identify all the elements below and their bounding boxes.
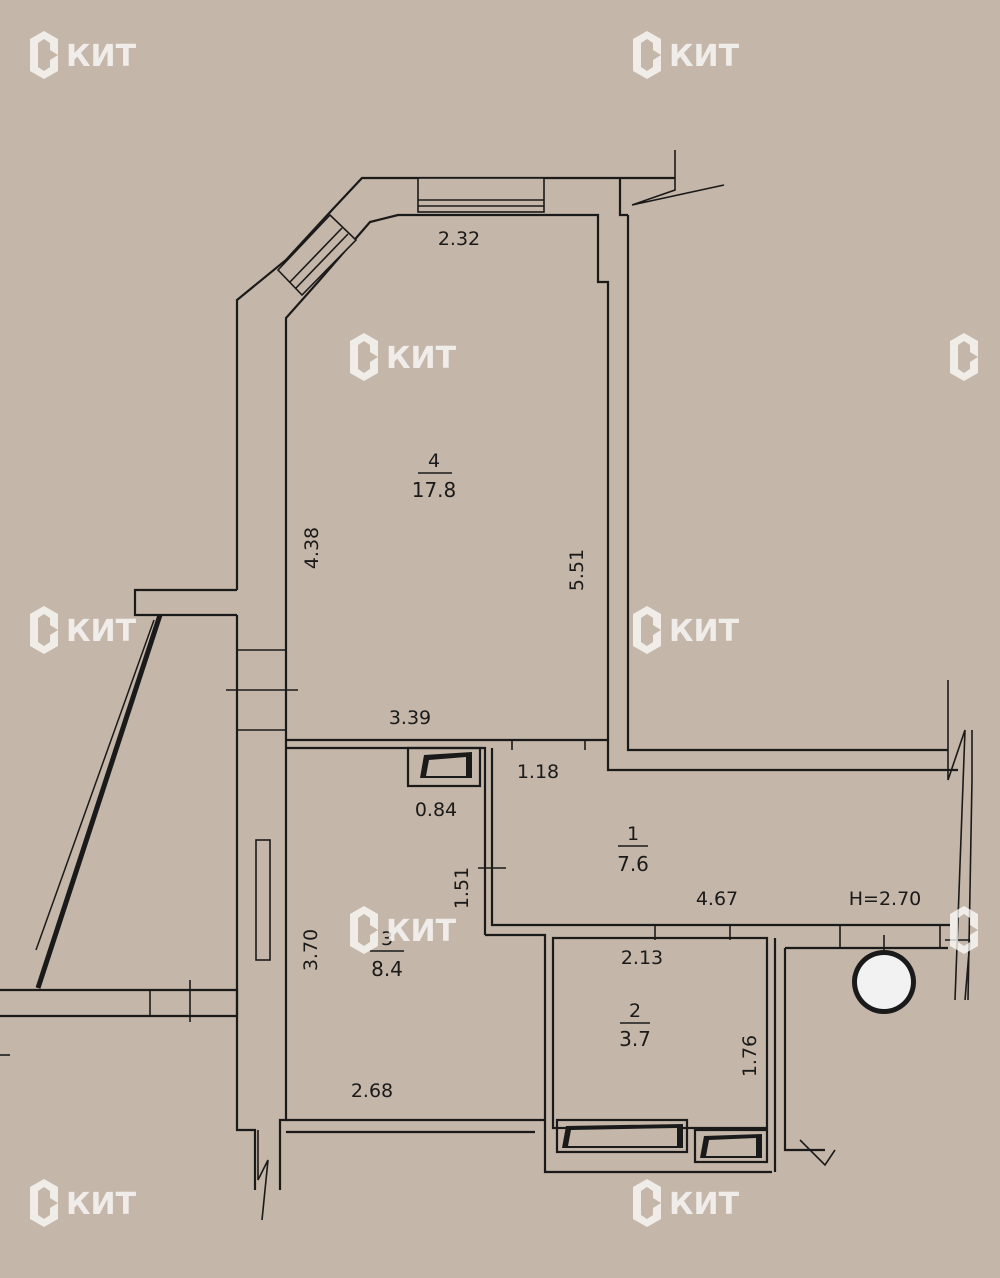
room-2-area: 3.7 [619, 1027, 651, 1051]
dim-room3-left: 3.70 [300, 929, 322, 971]
partition-top [286, 738, 610, 935]
room-4-walls [235, 150, 948, 752]
svg-text:КИТ: КИТ [66, 39, 137, 74]
watermark: КИТ [30, 606, 137, 654]
dim-niche-depth: 0.84 [415, 799, 457, 821]
svg-text:КИТ: КИТ [669, 1187, 740, 1222]
svg-text:КИТ: КИТ [669, 39, 740, 74]
room-3-area: 8.4 [371, 957, 403, 981]
watermark: КИТ [633, 31, 740, 79]
watermark [950, 333, 978, 381]
kit-logo-icon [30, 31, 58, 79]
window-left [255, 839, 271, 961]
dim-room2-top: 2.13 [621, 947, 663, 969]
room-4-label: 4 17.8 [412, 450, 457, 502]
ceiling-height: H=2.70 [849, 888, 922, 910]
kit-logo-icon [950, 333, 978, 381]
dim-corridor-width: 1.51 [451, 867, 473, 909]
svg-text:КИТ: КИТ [66, 1187, 137, 1222]
sink [693, 1128, 769, 1164]
room-3-number: 3 [381, 928, 393, 950]
watermark: КИТ [350, 906, 457, 954]
dim-room2-right: 1.76 [739, 1035, 761, 1077]
kit-logo-icon [30, 606, 58, 654]
kit-logo-icon [350, 906, 378, 954]
watermark: КИТ [350, 333, 457, 381]
svg-text:КИТ: КИТ [669, 614, 740, 649]
svg-text:КИТ: КИТ [66, 614, 137, 649]
dim-room1-length: 4.67 [696, 888, 738, 910]
watermark [950, 906, 978, 954]
dim-room4-bottom: 3.39 [389, 707, 431, 729]
dim-room4-left: 4.38 [301, 527, 323, 569]
kit-logo-icon [30, 1179, 58, 1227]
room-1-area: 7.6 [617, 852, 649, 876]
room-1-label: 1 7.6 [617, 823, 649, 876]
dim-niche-width: 1.18 [517, 761, 559, 783]
watermark: КИТ [633, 606, 740, 654]
room-3-label: 3 8.4 [370, 928, 404, 981]
kit-logo-icon [950, 906, 978, 954]
dim-window-top: 2.32 [438, 228, 480, 250]
kit-logo-icon [633, 31, 661, 79]
svg-text:КИТ: КИТ [386, 341, 457, 376]
bathtub [555, 1118, 689, 1154]
room-2-walls [551, 925, 971, 1172]
room-2-label: 2 3.7 [619, 1000, 651, 1051]
room-4-area: 17.8 [412, 478, 457, 502]
kit-logo-icon [350, 333, 378, 381]
vent-shaft [406, 746, 482, 788]
svg-text:КИТ: КИТ [386, 914, 457, 949]
room-2-number: 2 [629, 1000, 641, 1022]
left-wall [226, 615, 298, 1221]
kit-logo-icon [633, 606, 661, 654]
room-1-number: 1 [627, 823, 639, 845]
watermark: КИТ [633, 1179, 740, 1227]
watermark: КИТ [30, 31, 137, 79]
window-top [417, 177, 545, 213]
kit-logo-icon [633, 1179, 661, 1227]
balcony [0, 588, 239, 1056]
room-4-number: 4 [428, 450, 440, 472]
dim-room4-right: 5.51 [566, 549, 588, 591]
watermark: КИТ [30, 1179, 137, 1227]
room-3-walls [286, 933, 772, 1174]
dim-room3-bottom: 2.68 [351, 1080, 393, 1102]
room-1-walls [478, 680, 973, 1001]
